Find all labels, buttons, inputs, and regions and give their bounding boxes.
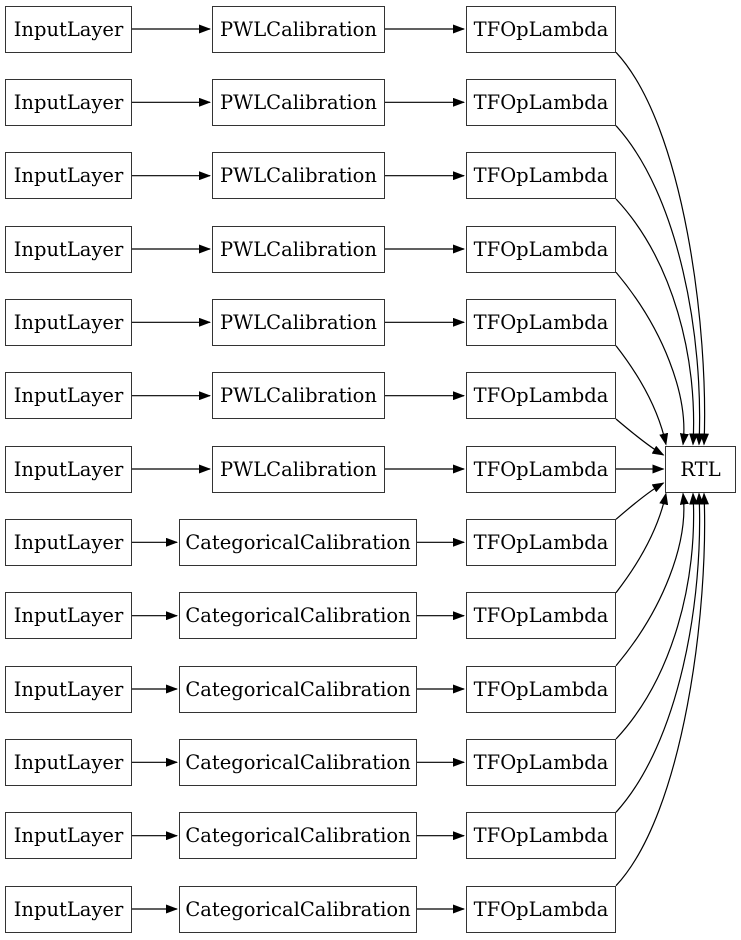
node-tfop-lambda-11: TFOpLambda bbox=[466, 738, 616, 786]
node-input-layer-7: InputLayer bbox=[5, 445, 132, 493]
node-input-layer-11: InputLayer bbox=[5, 738, 132, 786]
node-tfop-lambda-7: TFOpLambda bbox=[466, 445, 616, 493]
node-input-layer-10: InputLayer bbox=[5, 665, 132, 713]
node-tfop-lambda-9: TFOpLambda bbox=[466, 592, 616, 640]
node-categorical-calibration-12: CategoricalCalibration bbox=[179, 812, 417, 860]
node-input-layer-6: InputLayer bbox=[5, 372, 132, 420]
node-pwl-calibration-2: PWLCalibration bbox=[212, 78, 385, 126]
node-input-layer-2: InputLayer bbox=[5, 78, 132, 126]
edge-op-to-rtl-9 bbox=[615, 492, 669, 594]
node-categorical-calibration-9: CategoricalCalibration bbox=[179, 592, 417, 640]
edge-op-to-rtl-5 bbox=[615, 345, 669, 446]
edge-op-to-rtl-3 bbox=[615, 198, 699, 446]
node-input-layer-9: InputLayer bbox=[5, 592, 132, 640]
edge-op-to-rtl-2 bbox=[615, 125, 705, 446]
node-tfop-lambda-12: TFOpLambda bbox=[466, 812, 616, 860]
edge-op-to-rtl-11 bbox=[615, 492, 699, 740]
node-pwl-calibration-3: PWLCalibration bbox=[212, 152, 385, 200]
node-tfop-lambda-8: TFOpLambda bbox=[466, 518, 616, 566]
node-pwl-calibration-7: PWLCalibration bbox=[212, 445, 385, 493]
node-input-layer-3: InputLayer bbox=[5, 152, 132, 200]
node-pwl-calibration-1: PWLCalibration bbox=[212, 5, 385, 53]
node-rtl-output: RTL bbox=[665, 445, 736, 493]
node-tfop-lambda-4: TFOpLambda bbox=[466, 225, 616, 273]
node-input-layer-12: InputLayer bbox=[5, 812, 132, 860]
node-tfop-lambda-2: TFOpLambda bbox=[466, 78, 616, 126]
node-categorical-calibration-10: CategoricalCalibration bbox=[179, 665, 417, 713]
node-categorical-calibration-11: CategoricalCalibration bbox=[179, 738, 417, 786]
node-tfop-lambda-1: TFOpLambda bbox=[466, 5, 616, 53]
node-pwl-calibration-6: PWLCalibration bbox=[212, 372, 385, 420]
node-categorical-calibration-13: CategoricalCalibration bbox=[179, 885, 417, 933]
node-tfop-lambda-10: TFOpLambda bbox=[466, 665, 616, 713]
node-input-layer-8: InputLayer bbox=[5, 518, 132, 566]
edge-op-to-rtl-4 bbox=[615, 271, 689, 446]
node-pwl-calibration-4: PWLCalibration bbox=[212, 225, 385, 273]
node-categorical-calibration-8: CategoricalCalibration bbox=[179, 518, 417, 566]
node-tfop-lambda-13: TFOpLambda bbox=[466, 885, 616, 933]
node-tfop-lambda-6: TFOpLambda bbox=[466, 372, 616, 420]
edge-op-to-rtl-13 bbox=[615, 492, 709, 887]
node-input-layer-13: InputLayer bbox=[5, 885, 132, 933]
edge-op-to-rtl-10 bbox=[615, 492, 689, 667]
node-tfop-lambda-3: TFOpLambda bbox=[466, 152, 616, 200]
edge-op-to-rtl-12 bbox=[615, 492, 705, 813]
node-input-layer-5: InputLayer bbox=[5, 298, 132, 346]
edge-op-to-rtl-6 bbox=[615, 418, 665, 456]
node-tfop-lambda-5: TFOpLambda bbox=[466, 298, 616, 346]
edge-op-to-rtl-1 bbox=[615, 51, 709, 446]
node-pwl-calibration-5: PWLCalibration bbox=[212, 298, 385, 346]
edge-op-to-rtl-8 bbox=[615, 482, 665, 520]
node-input-layer-4: InputLayer bbox=[5, 225, 132, 273]
node-input-layer-1: InputLayer bbox=[5, 5, 132, 53]
